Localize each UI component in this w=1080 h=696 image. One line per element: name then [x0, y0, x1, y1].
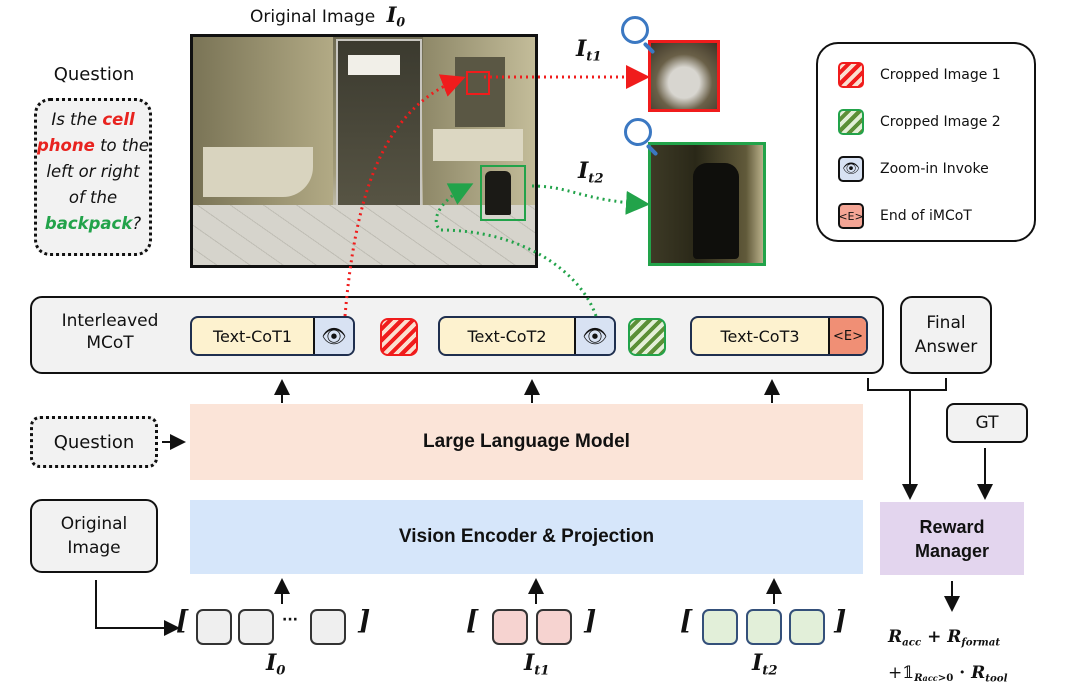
zoom-arrow-red [343, 74, 466, 317]
green-hatch-swatch-icon [838, 109, 864, 135]
question-title: Question [53, 64, 135, 85]
legend-item-cropped-1: Cropped Image 1 [838, 60, 1001, 90]
token-group-label-It1: It1 [524, 650, 550, 679]
cropped-image-1-token [380, 318, 418, 356]
visual-token [238, 609, 274, 645]
backpack-bbox [480, 165, 526, 221]
arrow-original-to-tokens [95, 580, 180, 636]
large-language-model-block: Large Language Model [190, 404, 863, 480]
token-ellipsis: ··· [282, 612, 298, 628]
visual-token [492, 609, 528, 645]
bracket-close: ] [834, 606, 847, 636]
eye-icon: 👁 [574, 318, 614, 354]
crop-arrow-green [531, 184, 650, 215]
legend-label: End of iMCoT [880, 208, 972, 224]
question-highlight-backpack: backpack [44, 214, 133, 233]
reward-formula-line1: Racc + Rformat [888, 627, 1001, 649]
text-cot-2-token: Text-CoT2👁 [438, 316, 616, 356]
visual-token [746, 609, 782, 645]
token-group-label-It2: It2 [752, 650, 778, 679]
legend-item-end: <E> End of iMCoT [838, 201, 972, 231]
original-image-title-text: Original Image [250, 7, 376, 27]
question-box: Is the cell phone to the left or right o… [34, 98, 152, 256]
ground-truth-box: GT [946, 403, 1028, 443]
bracket-close: ] [358, 606, 371, 636]
vision-encoder-block: Vision Encoder & Projection [190, 500, 863, 574]
token-group-label-I0: I0 [266, 650, 286, 679]
end-token-icon: <E> [828, 318, 866, 354]
text-cot-3-token: Text-CoT3<E> [690, 316, 868, 356]
visual-token [536, 609, 572, 645]
crop1-label: It1 [576, 36, 602, 65]
zoom-arrow-green [434, 183, 598, 317]
legend-label: Zoom-in Invoke [880, 161, 989, 177]
cropped-image-2 [648, 142, 766, 266]
legend-label: Cropped Image 2 [880, 114, 1001, 130]
bracket-close: ] [584, 606, 597, 636]
bracket-open: [ [466, 606, 479, 636]
question-text-2: to the left or right of the [46, 136, 149, 207]
end-token-icon: <E> [838, 203, 864, 229]
visual-token [310, 609, 346, 645]
cropped-image-2-token [628, 318, 666, 356]
reward-formula-line2: +𝟙Racc>0 · Rtool [888, 662, 1008, 685]
visual-token [196, 609, 232, 645]
arrow-answer-bracket [867, 378, 947, 391]
legend-item-cropped-2: Cropped Image 2 [838, 107, 1001, 137]
original-image-symbol: I0 [386, 2, 406, 30]
original-image [190, 34, 538, 268]
visual-token [789, 609, 825, 645]
reward-formula: Racc + Rformat +𝟙Racc>0 · Rtool [888, 622, 1007, 693]
magnifier-icon [621, 16, 649, 44]
cell-phone-bbox [466, 71, 490, 95]
legend: Cropped Image 1 Cropped Image 2 👁 Zoom-i… [816, 42, 1036, 242]
question-highlight-cell-phone: cell phone [37, 110, 135, 155]
crop2-label: It2 [578, 158, 604, 187]
bracket-open: [ [680, 606, 693, 636]
legend-label: Cropped Image 1 [880, 67, 1001, 83]
question-input-box: Question [30, 416, 158, 468]
red-hatch-swatch-icon [838, 62, 864, 88]
original-image-title: Original Image I0 [250, 2, 405, 29]
text-cot-1-token: Text-CoT1👁 [190, 316, 355, 356]
visual-token [702, 609, 738, 645]
eye-icon: 👁 [838, 156, 864, 182]
question-text-3: ? [132, 214, 142, 233]
legend-item-zoom-in: 👁 Zoom-in Invoke [838, 154, 989, 184]
magnifier-icon [624, 118, 652, 146]
eye-icon: 👁 [313, 318, 353, 354]
question-text-1: Is the [51, 110, 103, 129]
